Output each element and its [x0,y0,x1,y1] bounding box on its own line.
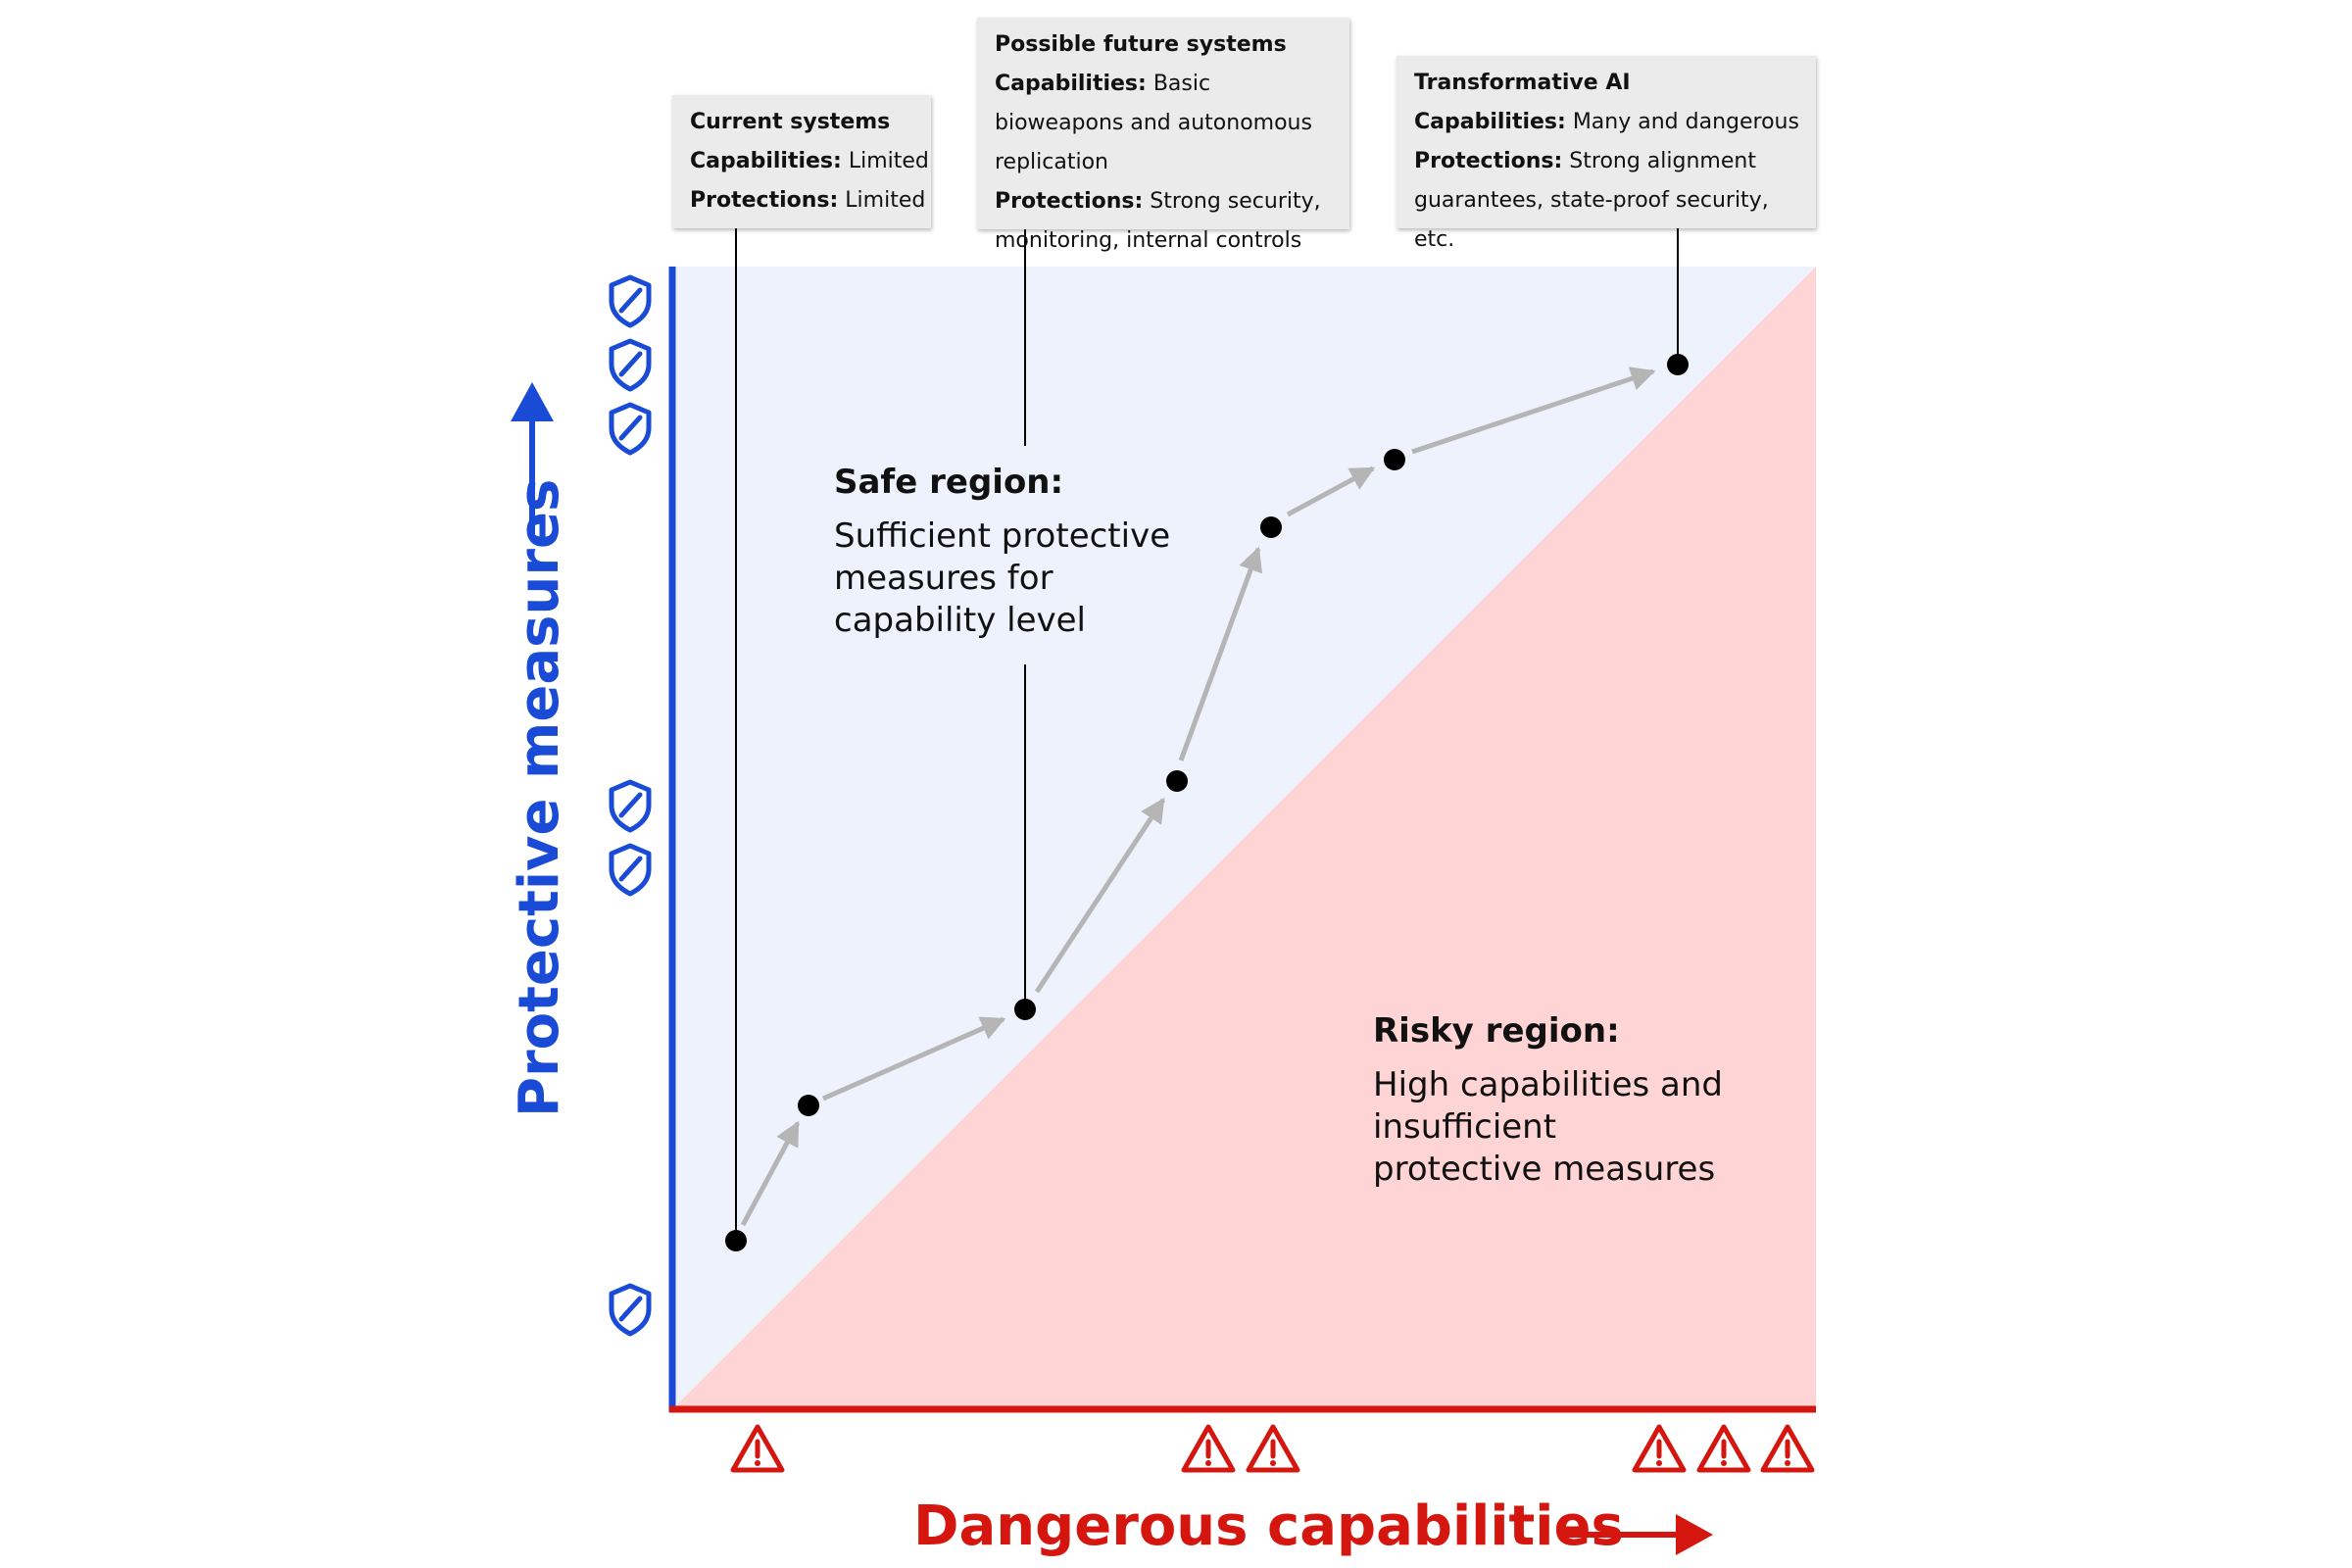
callout-protections-key: Protections: [690,188,839,213]
shield-icon [612,846,649,894]
x-axis-title: Dangerous capabilities [913,1494,1624,1558]
shield-icon [612,1286,649,1334]
y-axis-direction-arrow [511,382,554,534]
callout-protections-key: Protections: [995,189,1144,214]
y-axis-title-wrap: Protective measures [508,479,606,1117]
trajectory-path [740,367,1656,1227]
y-axis-title: Protective measures [508,478,571,1117]
trajectory-arrow [1034,797,1166,994]
callout-capabilities-value: Limited [848,149,929,173]
trajectory-point [798,1095,819,1116]
warning-triangle-icon [1635,1427,1684,1470]
warning-triangle-icon [1763,1427,1812,1470]
trajectory-arrow [1286,466,1376,517]
x-axis-direction-arrow [1563,1514,1713,1555]
risky-region-title: Risky region: [1373,1011,1620,1051]
callout-capabilities-value: Basic bioweapons and autonomous replicat… [995,72,1312,174]
callout-current-systems: Current systems Capabilities: Limited Pr… [672,95,931,228]
shield-icon [612,341,649,389]
trajectory-arrow [1178,546,1263,761]
trajectory-point [1384,449,1405,470]
x-axis-title-wrap: Dangerous capabilities [913,1494,1624,1558]
callout-capabilities-key: Capabilities: [690,149,842,173]
warning-triangle-icon [1184,1427,1233,1470]
trajectory-points [725,354,1689,1251]
risky-region [672,267,1816,1409]
trajectory-point [725,1230,747,1251]
callout-title: Transformative AI [1414,71,1631,95]
shield-icon [612,405,649,453]
risky-region-label: Risky region: High capabilities and insu… [1373,1009,1726,1191]
callout-capabilities-key: Capabilities: [1414,110,1566,134]
trajectory-point [1260,516,1282,538]
callout-capabilities-value: Many and dangerous [1572,110,1799,134]
shield-icon [612,782,649,830]
trajectory-arrow [821,1016,1006,1102]
callout-title: Current systems [690,110,891,134]
safe-region-title: Safe region: [834,463,1064,502]
callout-future-systems: Possible future systems Capabilities: Ba… [977,18,1349,253]
callout-protections-key: Protections: [1414,149,1563,173]
callout-protections-value: Strong alignment guarantees, state-proof… [1414,149,1769,252]
trajectory-point [1667,354,1689,375]
warning-triangle-icon [1249,1427,1298,1470]
trajectory-arrow [1411,367,1656,455]
callout-transformative-ai: Transformative AI Capabilities: Many and… [1396,56,1816,252]
callout-capabilities-key: Capabilities: [995,72,1147,96]
safe-region-label: Safe region: Sufficient protective measu… [834,461,1197,642]
risky-region-description: High capabilities and insufficient prote… [1373,1065,1723,1189]
trajectory-point [1166,770,1188,792]
trajectory-point [1014,999,1036,1020]
trajectory-arrow [740,1120,801,1227]
callout-title: Possible future systems [995,32,1287,57]
shield-icon [612,277,649,325]
warning-triangle-icon [1699,1427,1748,1470]
callout-protections-value: Limited [845,188,926,213]
safe-region-description: Sufficient protective measures for capab… [834,516,1171,640]
callout-protections-value: Strong security, monitoring, internal co… [995,189,1321,253]
warning-triangle-icon [733,1427,782,1470]
